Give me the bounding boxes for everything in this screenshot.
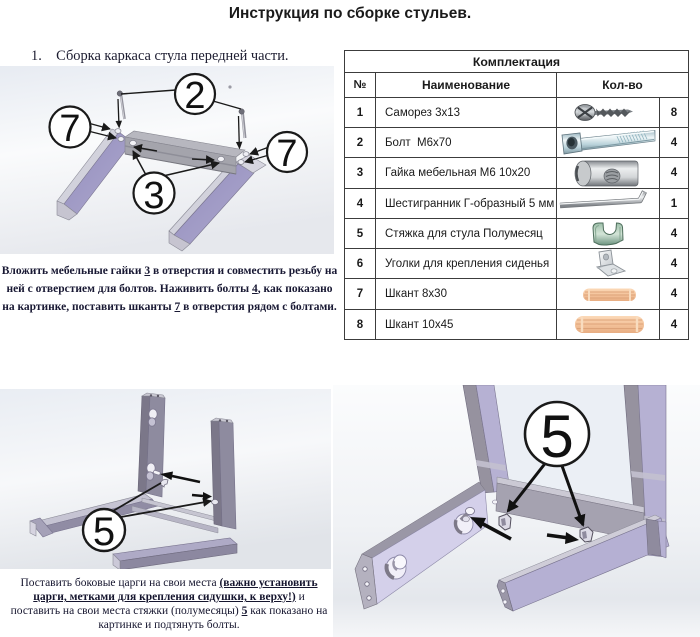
- svg-text:3: 3: [143, 175, 164, 217]
- svg-text:2: 2: [184, 75, 205, 117]
- svg-text:5: 5: [540, 403, 573, 470]
- svg-text:7: 7: [59, 108, 80, 150]
- svg-text:5: 5: [93, 510, 115, 554]
- svg-text:7: 7: [276, 133, 297, 175]
